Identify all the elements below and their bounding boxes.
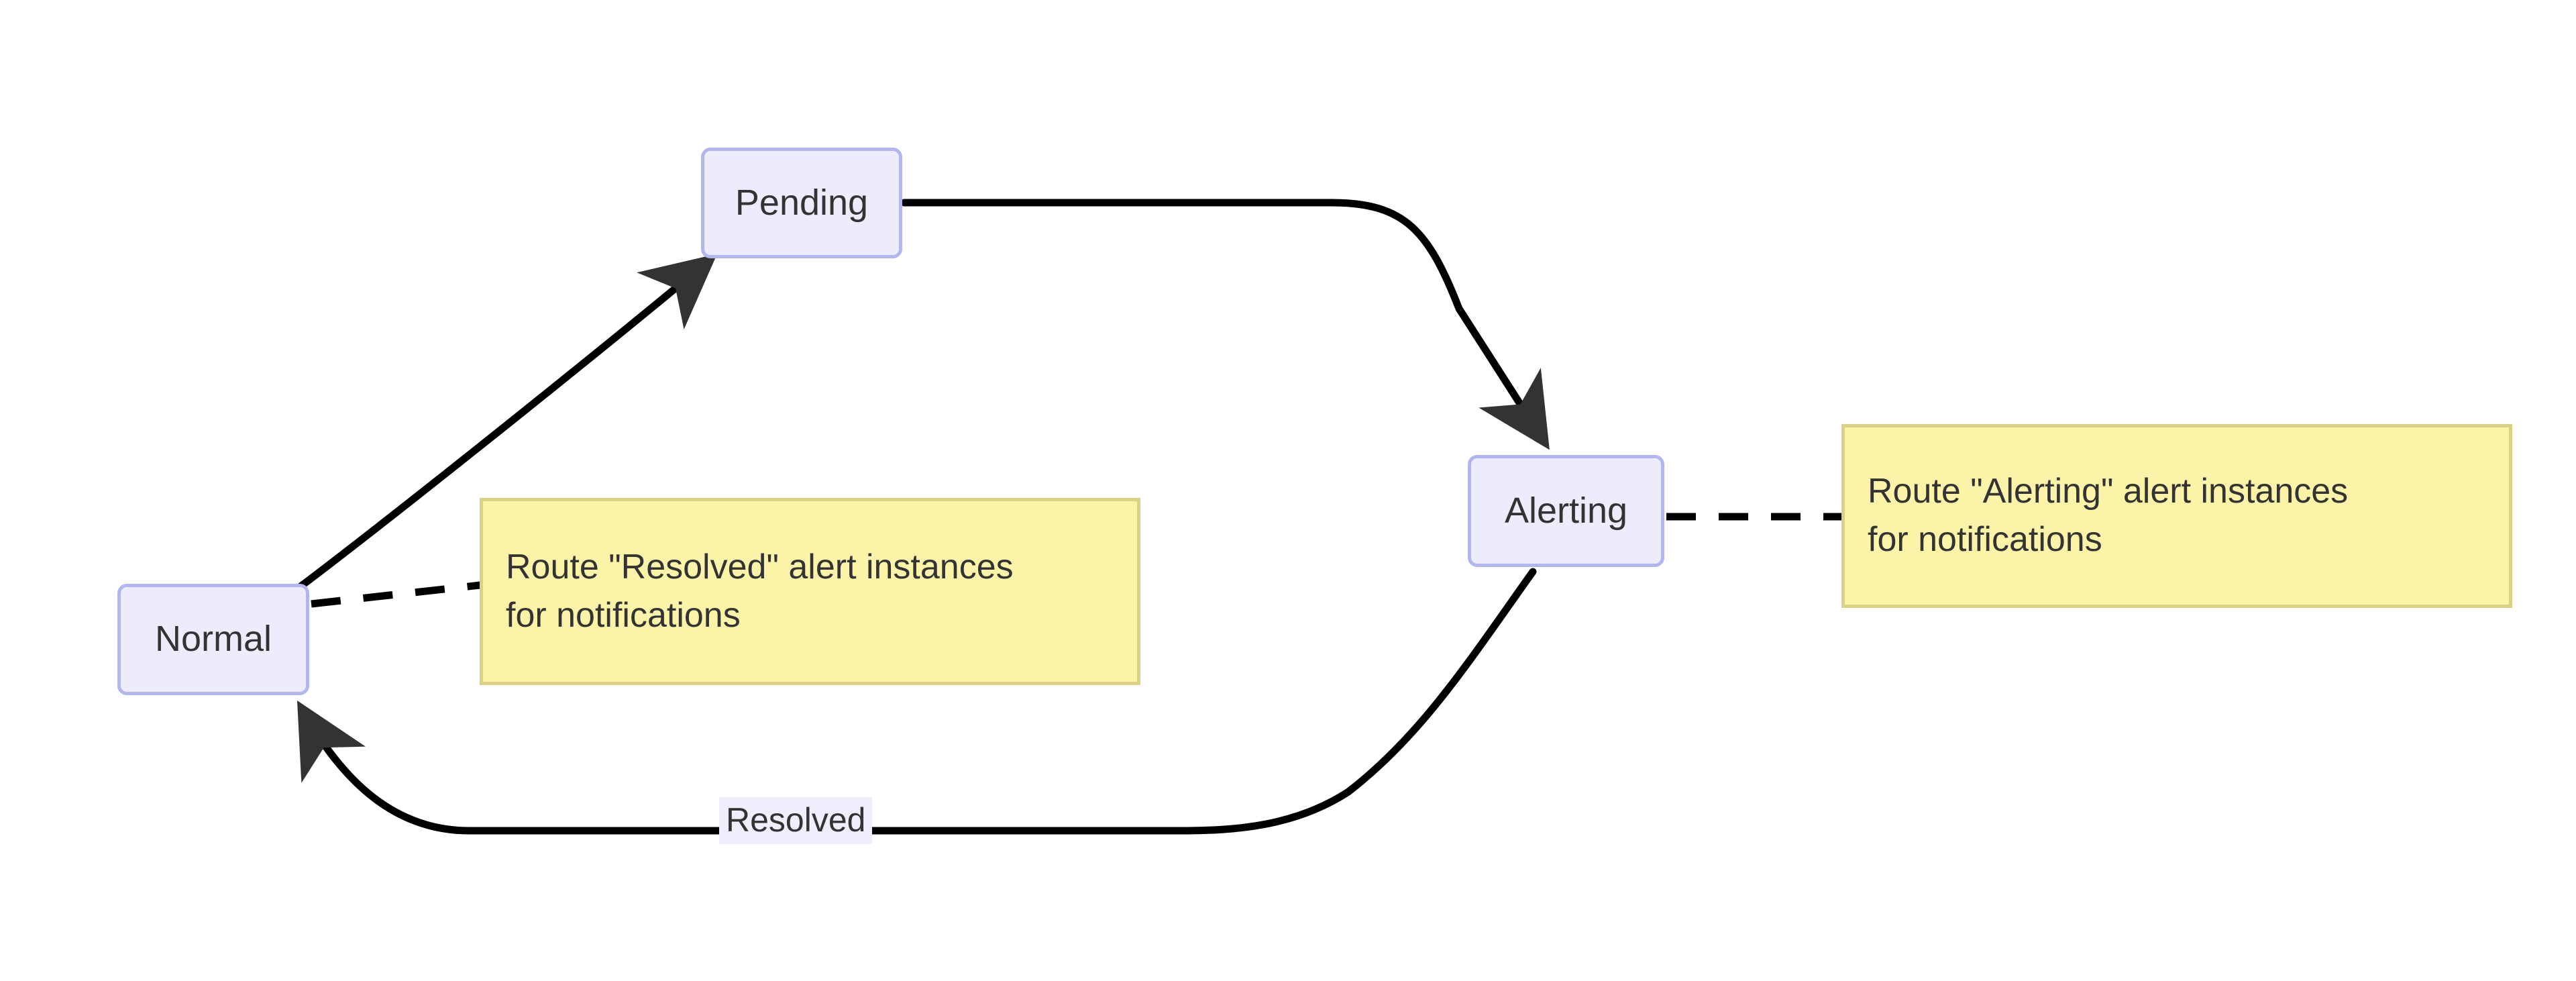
state-node-pending-label: Pending: [735, 182, 869, 223]
state-node-alerting[interactable]: Alerting: [1468, 455, 1664, 567]
state-node-pending[interactable]: Pending: [701, 148, 902, 258]
note-route-resolved: Route "Resolved" alert instances for not…: [480, 498, 1140, 685]
note-route-alerting-line1: Route "Alerting" alert instances: [1868, 472, 2349, 511]
note-route-resolved-line1: Route "Resolved" alert instances: [506, 547, 1014, 586]
note-route-alerting: Route "Alerting" alert instances for not…: [1841, 424, 2512, 608]
edge-label-resolved: Resolved: [719, 797, 873, 844]
state-node-normal[interactable]: Normal: [117, 584, 309, 695]
edge-alerting-to-normal-path: [297, 568, 1537, 835]
edge-normal-to-pending-path: [291, 254, 718, 595]
note-route-resolved-text: Route "Resolved" alert instances for not…: [506, 544, 1114, 640]
state-node-normal-label: Normal: [154, 619, 272, 660]
note-route-alerting-text: Route "Alerting" alert instances for not…: [1868, 468, 2486, 564]
note-route-alerting-line2: for notifications: [1868, 520, 2102, 559]
edge-pending-to-alerting-path: [900, 199, 1550, 450]
note-link-normal-path: [311, 581, 481, 608]
edge-label-resolved-text: Resolved: [726, 801, 866, 839]
state-node-alerting-label: Alerting: [1504, 490, 1628, 531]
note-route-resolved-line2: for notifications: [506, 595, 741, 635]
